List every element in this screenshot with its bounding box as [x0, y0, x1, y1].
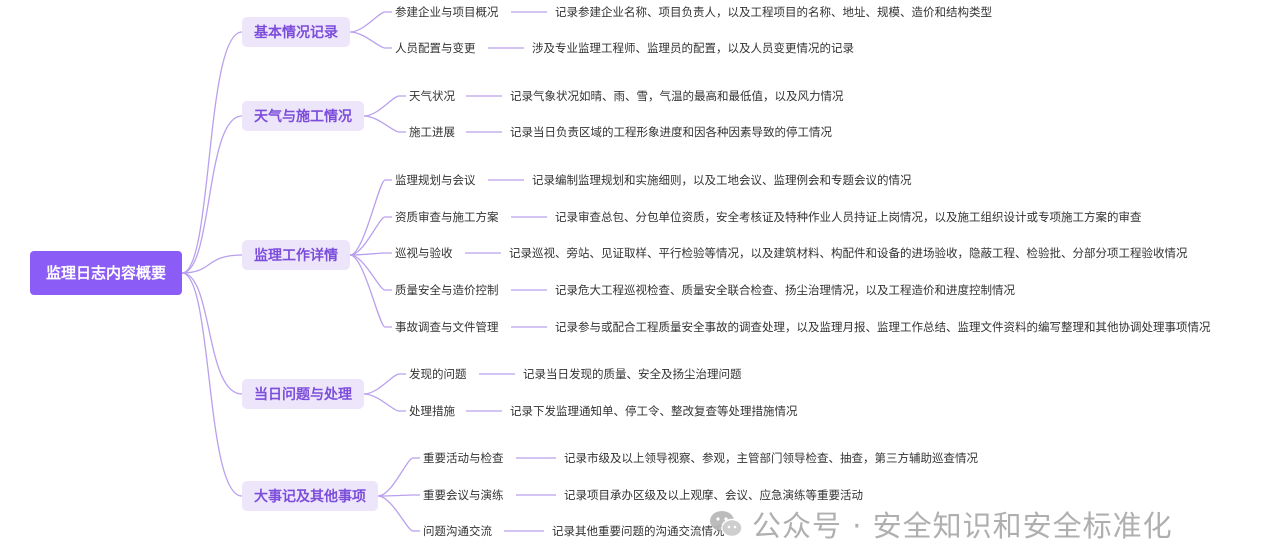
branch-node[interactable] — [242, 481, 378, 511]
branch-label: 基本情况记录 — [254, 24, 338, 41]
branch-item-connector — [363, 393, 406, 412]
subtopic-label[interactable]: 发现的问题 — [409, 367, 467, 381]
branch-item-connector — [363, 115, 406, 133]
branch-label: 当日问题与处理 — [254, 386, 352, 403]
branch-item-connector — [349, 254, 392, 291]
branch-item-connector — [349, 179, 392, 256]
root-label: 监理日志内容概要 — [46, 264, 166, 282]
branch-label: 天气与施工情况 — [254, 108, 352, 125]
branch-item-connector — [363, 373, 406, 395]
branch-node[interactable] — [242, 17, 350, 47]
detail-label: 记录危大工程巡视检查、质量安全联合检查、扬尘治理情况，以及工程造价和进度控制情况 — [555, 283, 1015, 297]
subtopic-label[interactable]: 天气状况 — [409, 89, 455, 103]
branch-item-connector — [363, 95, 406, 117]
subtopic-label[interactable]: 资质审查与施工方案 — [395, 210, 499, 224]
branch-item-connector — [377, 494, 420, 497]
detail-label: 记录参建企业名称、项目负责人，以及工程项目的名称、地址、规模、造价和结构类型 — [555, 5, 992, 19]
detail-label: 记录项目承办区级及以上观摩、会议、应急演练等重要活动 — [564, 488, 863, 502]
detail-label: 涉及专业监理工程师、监理员的配置，以及人员变更情况的记录 — [532, 41, 854, 55]
detail-label: 记录参与或配合工程质量安全事故的调查处理，以及监理月报、监理工作总结、监理文件资… — [555, 320, 1211, 334]
branch-node[interactable] — [242, 379, 364, 409]
subtopic-label[interactable]: 参建企业与项目概况 — [395, 5, 499, 19]
detail-label: 记录当日负责区域的工程形象进度和因各种因素导致的停工情况 — [510, 125, 832, 139]
wechat-icon — [710, 511, 743, 538]
root-branch-connector — [181, 115, 243, 274]
watermark-text: 公众号 · 安全知识和安全标准化 — [752, 509, 1173, 543]
root-node[interactable] — [30, 251, 182, 295]
subtopic-label[interactable]: 重要活动与检查 — [423, 451, 504, 465]
branch-item-connector — [377, 457, 420, 497]
branch-label: 监理工作详情 — [254, 247, 338, 264]
root-branch-connector — [181, 254, 243, 274]
detail-label: 记录其他重要问题的沟通交流情况 — [552, 524, 725, 538]
detail-label: 记录审查总包、分包单位资质，安全考核证及特种作业人员持证上岗情况，以及施工组织设… — [555, 210, 1142, 224]
watermark: 公众号 · 安全知识和安全标准化 — [708, 503, 1173, 545]
branch-node[interactable] — [242, 240, 350, 270]
detail-label: 记录气象状况如晴、雨、雪，气温的最高和最低值，以及风力情况 — [510, 89, 844, 103]
subtopic-label[interactable]: 施工进展 — [409, 125, 455, 139]
branch-node[interactable] — [242, 101, 364, 131]
detail-label: 记录编制监理规划和实施细则，以及工地会议、监理例会和专题会议的情况 — [532, 173, 912, 187]
branch-item-connector — [349, 31, 392, 49]
detail-label: 记录巡视、旁站、见证取样、平行检验等情况，以及建筑材料、构配件和设备的进场验收，… — [509, 246, 1188, 260]
branch-item-connector — [349, 11, 392, 33]
root-branch-connector — [181, 272, 243, 497]
detail-label: 记录市级及以上领导视察、参观，主管部门领导检查、抽查，第三方辅助巡查情况 — [564, 451, 978, 465]
subtopic-label[interactable]: 重要会议与演练 — [423, 488, 504, 502]
subtopic-label[interactable]: 巡视与验收 — [395, 246, 453, 260]
subtopic-label[interactable]: 人员配置与变更 — [395, 41, 476, 55]
detail-label: 记录当日发现的质量、安全及扬尘治理问题 — [523, 367, 742, 381]
detail-label: 记录下发监理通知单、停工令、整改复查等处理措施情况 — [510, 404, 798, 418]
branch-item-connector — [349, 216, 392, 256]
branch-label: 大事记及其他事项 — [254, 488, 366, 505]
branch-item-connector — [349, 254, 392, 328]
branch-item-connector — [349, 252, 392, 256]
subtopic-label[interactable]: 问题沟通交流 — [423, 524, 492, 538]
subtopic-label[interactable]: 事故调查与文件管理 — [395, 320, 499, 334]
subtopic-label[interactable]: 处理措施 — [409, 404, 455, 418]
subtopic-label[interactable]: 质量安全与造价控制 — [395, 283, 499, 297]
subtopic-label[interactable]: 监理规划与会议 — [395, 173, 476, 187]
root-branch-connector — [181, 272, 243, 395]
root-branch-connector — [181, 31, 243, 274]
branch-item-connector — [377, 495, 420, 532]
